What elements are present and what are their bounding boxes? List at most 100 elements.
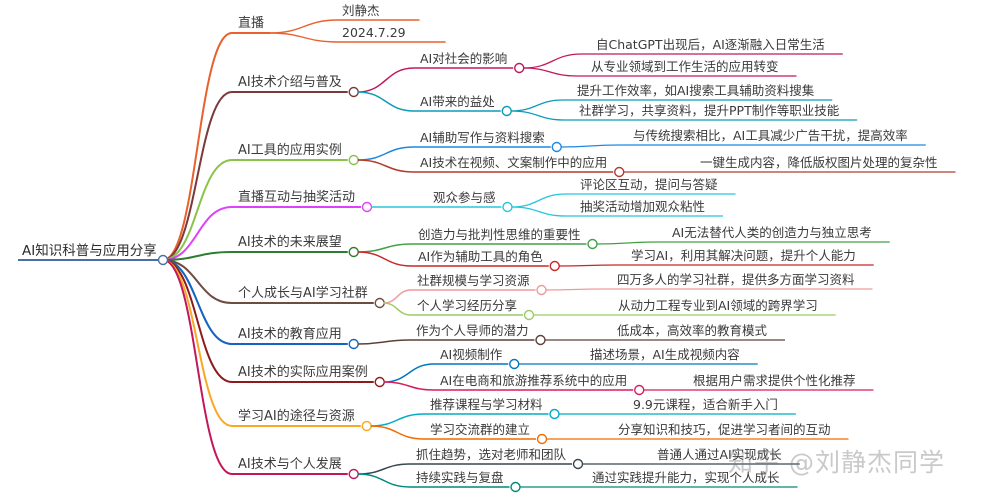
subtopic-collapse-knob[interactable] [509, 358, 520, 370]
subtopic-collapse-knob[interactable] [501, 105, 512, 117]
branch-topic: 直播 [238, 16, 265, 31]
branch-connector [162, 32, 233, 261]
leaf-connector [511, 193, 567, 208]
subtopic: 推荐课程与学习材料 [430, 397, 543, 412]
subtopic-collapse-knob[interactable] [535, 334, 546, 346]
leaf-connector [545, 288, 604, 291]
subtopic-connector [383, 363, 435, 383]
branch-connector [162, 259, 233, 427]
subtopic: AI技术在视频、文案制作中的应用 [420, 155, 608, 170]
subtopic-connector [357, 91, 415, 112]
branch-topic: 个人成长与AI学习社群 [238, 286, 368, 301]
subtopic: 创造力与批判性思维的重要性 [418, 227, 581, 242]
leaf-topic: 从专业领域到工作生活的应用转变 [591, 59, 779, 74]
branch-connector [162, 159, 233, 261]
root-hub-knob[interactable] [157, 254, 169, 266]
leaf-topic: 从动力工程专业到AI领域的跨界学习 [618, 298, 818, 313]
leaf-topic: 自ChatGPT出现后，AI逐渐融入日常生活 [596, 37, 825, 52]
subtopic: 抓住趋势，选对老师和团队 [416, 447, 567, 462]
branch-topic: AI工具的应用实例 [238, 143, 342, 158]
leaf-connector [523, 67, 578, 77]
branch-topic: 直播互动与抽奖活动 [238, 190, 356, 205]
branch-topic: AI技术的教育应用 [238, 327, 342, 342]
subtopic-collapse-knob[interactable] [549, 260, 560, 272]
watermark: 知乎 @刘静杰同学 [728, 448, 945, 477]
subtopic-connector [357, 339, 411, 345]
branch-collapse-knob[interactable] [348, 154, 359, 166]
subtopic: AI对社会的影响 [420, 51, 508, 66]
subtopic: 持续实践与复盘 [416, 470, 504, 485]
branch-topic: AI技术的实际应用案例 [238, 365, 368, 380]
subtopic-connector [357, 159, 415, 173]
root-topic: AI知识科普与应用分享 [22, 243, 157, 259]
subtopic-collapse-knob[interactable] [523, 309, 535, 321]
leaf-connector [560, 144, 620, 148]
subtopic-collapse-knob[interactable] [536, 433, 548, 445]
subtopic-collapse-knob[interactable] [514, 62, 525, 74]
subtopic-connector [383, 302, 412, 316]
leaf-topic: 低成本，高效率的教育模式 [617, 323, 768, 338]
branch-topic: AI技术的未来展望 [238, 235, 342, 250]
subtopic-connector [383, 289, 412, 304]
branch-topic: 学习AI的途径与资源 [238, 409, 355, 424]
subtopic-collapse-knob[interactable] [536, 284, 547, 296]
subtopic-connector [357, 463, 411, 475]
leaf-topic: 抽奖活动增加观众粘性 [580, 199, 706, 214]
leaf-topic: 普通人通过AI实现成长 [657, 447, 782, 462]
leaf-topic: 通过实践提升能力，实现个人成长 [592, 470, 780, 485]
subtopic: 学习交流群的建立 [430, 422, 531, 437]
leaf-topic: 学习AI，利用其解决问题，提升个人能力 [631, 248, 856, 263]
branch-connector [162, 206, 233, 261]
subtopic-collapse-knob[interactable] [634, 384, 645, 396]
subtopic-collapse-knob[interactable] [549, 408, 560, 420]
branch-connector [162, 251, 233, 261]
leaf-topic: 一键生成内容，降低版权图片处理的复杂性 [700, 155, 938, 170]
leaf-topic: 刘静杰 [342, 3, 380, 18]
subtopic: AI带来的益处 [420, 94, 495, 109]
branch-collapse-knob[interactable] [361, 420, 372, 432]
branch-collapse-knob[interactable] [374, 297, 385, 309]
leaf-topic: 根据用户需求提供个性化推荐 [693, 373, 856, 388]
leaf-topic: 与传统搜索相比，AI工具减少广告干扰，提高效率 [633, 128, 908, 143]
subtopic-connector [357, 243, 413, 253]
branch-collapse-knob[interactable] [374, 376, 385, 388]
leaf-topic: 描述场景，AI生成视频内容 [590, 347, 740, 362]
subtopic-connector [357, 67, 415, 93]
branch-collapse-knob[interactable] [361, 201, 373, 213]
leaf-topic: 9.9元课程，适合新手入门 [633, 397, 778, 412]
subtopic-collapse-knob[interactable] [572, 458, 584, 470]
branch-collapse-knob[interactable] [348, 338, 359, 350]
leaf-topic: AI无法替代人类的创造力与独立思考 [672, 225, 872, 240]
leaf-connector [269, 19, 339, 34]
subtopic-collapse-knob[interactable] [502, 201, 513, 213]
subtopic: AI辅助写作与资料搜索 [420, 130, 545, 145]
branch-connector [162, 259, 233, 475]
leaf-connector [510, 99, 564, 112]
leaf-topic: 提升工作效率，如AI搜索工具辅助资料搜集 [577, 83, 815, 98]
subtopic-collapse-knob[interactable] [510, 481, 521, 493]
branch-collapse-knob[interactable] [348, 246, 359, 258]
branch-collapse-knob[interactable] [348, 86, 359, 98]
subtopic-connector [370, 413, 425, 427]
branch-collapse-knob[interactable] [348, 468, 359, 480]
subtopic: 个人学习经历分享 [417, 298, 518, 313]
subtopic-connector [370, 425, 425, 440]
subtopic-collapse-knob[interactable] [551, 141, 562, 153]
subtopic: 观众参与感 [433, 190, 496, 205]
leaf-connector [510, 110, 566, 121]
leaf-topic: 社群学习，共享资料，提升PPT制作等职业技能 [579, 103, 840, 118]
branch-topic: AI技术介绍与普及 [238, 75, 342, 90]
subtopic-collapse-knob[interactable] [587, 238, 598, 250]
branch-connector [162, 91, 233, 261]
subtopic-connector [357, 251, 413, 267]
leaf-topic: 四万多人的学习社群，提供多方面学习资料 [617, 272, 855, 287]
subtopic-connector [383, 381, 435, 391]
branch-topic: AI技术与个人发展 [238, 457, 342, 472]
leaf-connector [269, 32, 339, 43]
subtopic: AI在电商和旅游推荐系统中的应用 [440, 373, 628, 388]
leaf-connector [523, 53, 583, 69]
leaf-topic: 评论区互动，提问与答疑 [580, 177, 718, 192]
branch-connector [162, 259, 233, 304]
leaf-topic: 2024.7.29 [342, 25, 406, 40]
